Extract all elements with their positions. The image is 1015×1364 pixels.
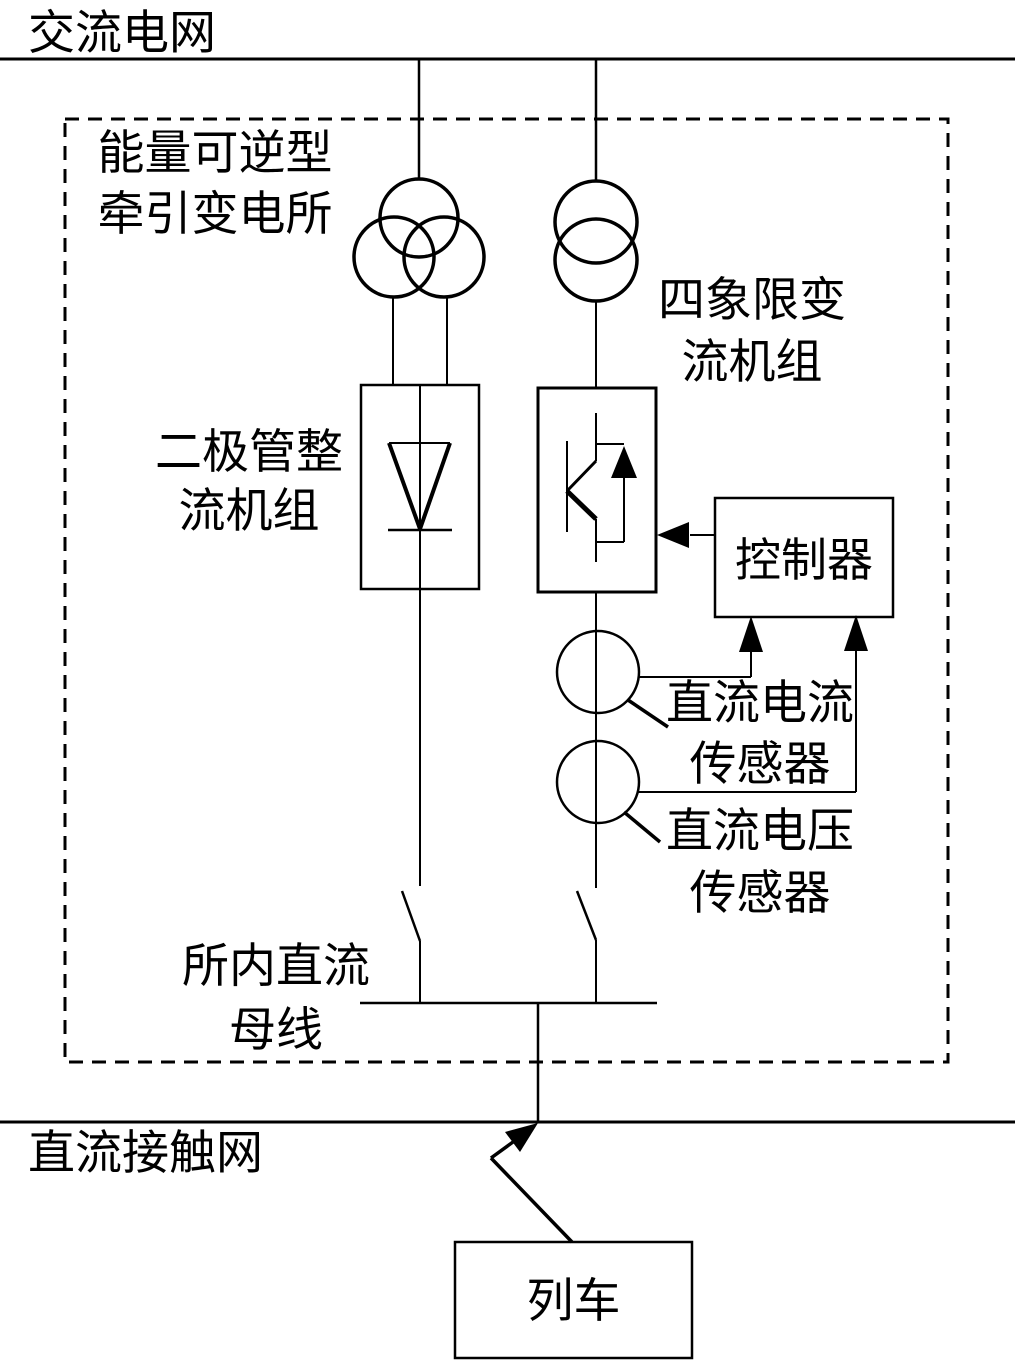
ac-grid-label: 交流电网 [28,8,216,60]
controller-label: 控制器 [735,535,873,586]
substation-boundary-box [63,117,950,1064]
dc-bus-label-line2: 母线 [229,1005,323,1057]
diode-rectifier-label-line1: 二极管整 [155,427,343,479]
substation-label-line2: 牵引变电所 [97,189,333,241]
dc-bus-label-line1: 所内直流 [182,941,370,993]
transformer-three-winding-icon [352,177,486,299]
four-quadrant-converter-label: 四象限变 流机组 [622,270,882,394]
controller-box [713,496,895,619]
dc-switch-right-icon [575,890,598,1003]
dc-catenary-label: 直流接触网 [28,1128,263,1180]
dc-voltage-sensor-label-line1: 直流电压 [666,806,854,858]
substation-label: 能量可逆型 牵引变电所 [85,124,345,246]
dc-current-sensor-icon [555,629,641,715]
dc-voltage-sensor-label-line2: 传感器 [689,868,831,920]
voltage-sensor-signal-line [638,615,868,793]
diode-rectifier-label-line2: 流机组 [178,486,320,538]
four-quadrant-label-line1: 四象限变 [658,275,846,327]
dc-voltage-sensor-label: 直流电压 传感器 [630,801,890,925]
dc-bus-label: 所内直流 母线 [146,935,406,1063]
train-box [453,1240,694,1360]
dc-voltage-sensor-icon [555,739,641,825]
igbt-icon [565,413,637,562]
diode-rectifier-label: 二极管整 流机组 [119,424,379,542]
train-label: 列车 [526,1276,621,1328]
dc-current-sensor-label: 直流电流 传感器 [630,674,890,796]
four-quadrant-label-line2: 流机组 [681,337,823,389]
current-sensor-signal-line [639,616,763,678]
current-sensor-leader [627,698,669,729]
voltage-sensor-leader [622,810,662,844]
diode-icon [387,385,452,589]
substation-label-line1: 能量可逆型 [97,128,333,180]
dc-current-sensor-label-line1: 直流电流 [666,678,854,730]
controller-output-arrow [657,522,715,548]
dc-current-sensor-label-line2: 传感器 [689,739,831,791]
dc-switch-left-icon [400,589,422,1003]
pantograph-arrow [489,1123,574,1244]
